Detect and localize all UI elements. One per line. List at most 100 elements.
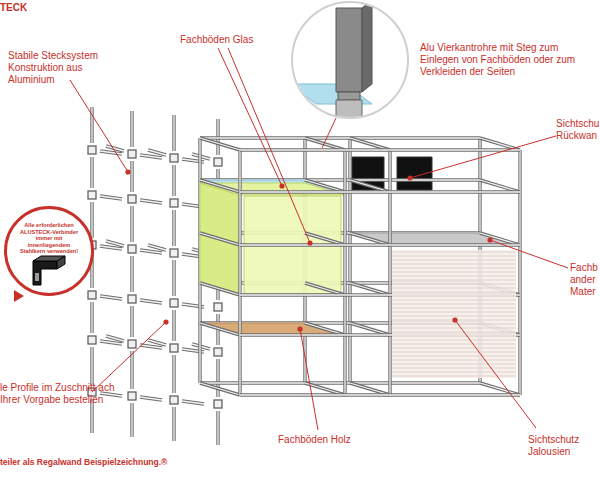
frame-tube-highlight <box>200 138 240 150</box>
frame-tube <box>200 381 480 384</box>
blind-slat <box>392 308 516 309</box>
leader-line <box>490 240 568 268</box>
blind-slat <box>392 364 516 365</box>
blind-area <box>392 250 516 378</box>
blind-slat <box>392 360 516 361</box>
blind-slat <box>392 272 516 273</box>
pointer-triangle <box>14 290 24 302</box>
frame-tube-highlight <box>389 150 390 395</box>
connector <box>170 199 178 207</box>
connector <box>88 146 96 154</box>
frame-tube <box>200 180 240 192</box>
profile-tube <box>130 306 133 337</box>
blind-slat <box>392 288 516 289</box>
profile-tube <box>130 206 133 242</box>
frame-tube <box>350 180 390 192</box>
frame-tube-highlight <box>240 244 520 245</box>
profile-tube-highlight <box>91 347 92 385</box>
profile-tube <box>172 210 175 246</box>
profile-tube-highlight <box>106 146 124 151</box>
frame-tube-highlight <box>480 180 520 192</box>
profile-tube-highlight <box>140 155 162 158</box>
leader-dot <box>452 317 457 322</box>
frame-tube-highlight <box>480 383 520 395</box>
profile-tube-highlight <box>131 206 132 242</box>
connector <box>170 344 178 352</box>
profile-tube <box>148 245 166 250</box>
frame-tube <box>200 136 480 139</box>
profile-tube-highlight <box>100 246 122 249</box>
frame-tube <box>240 148 520 151</box>
blind-slat <box>392 280 516 281</box>
profile-tube <box>130 256 133 292</box>
profile-tube-highlight <box>91 302 92 333</box>
tube-web <box>338 92 360 100</box>
frame-tube <box>305 323 345 335</box>
frame-tube-highlight <box>350 283 390 295</box>
profile-tube <box>130 111 133 147</box>
profile-tube <box>100 246 122 249</box>
callout-label: Fachböden Holz <box>278 434 388 446</box>
connector <box>170 249 178 257</box>
frame-tube <box>305 233 345 245</box>
connector <box>170 396 178 404</box>
square-tube <box>336 8 362 92</box>
frame-tube <box>348 138 351 383</box>
profile-tube-highlight <box>131 111 132 147</box>
blind-slat <box>392 348 516 349</box>
profile-tube <box>140 300 162 303</box>
profile-tube <box>140 345 162 348</box>
frame-tube-highlight <box>239 150 240 395</box>
profile-tube-highlight <box>182 401 204 404</box>
profile-tube <box>148 150 166 155</box>
profile-tube <box>90 347 93 385</box>
frame-tube-highlight <box>200 233 240 245</box>
connector-body <box>33 261 57 285</box>
profile-tube-highlight <box>131 403 132 437</box>
callout-label: Sichtschu Rückwan <box>556 118 600 142</box>
shelf-wall <box>200 138 520 395</box>
profile-tube <box>140 155 162 158</box>
connector <box>214 303 222 311</box>
connector <box>170 154 178 162</box>
callout-label: Fachböden Glas <box>180 34 280 46</box>
blind-slat <box>392 368 516 369</box>
leader-dot <box>279 183 284 188</box>
frame-tube-highlight <box>305 180 345 192</box>
leader-dot <box>407 175 412 180</box>
square-tube-lower <box>336 100 362 120</box>
profile-tube-highlight <box>131 256 132 292</box>
frame-tube-highlight <box>350 138 390 150</box>
frame-tube <box>200 138 240 150</box>
frame-tube-highlight <box>305 138 345 150</box>
connector <box>128 392 136 400</box>
profile-tube <box>216 359 219 397</box>
profile-tube-highlight <box>131 351 132 389</box>
profile-tube <box>90 202 93 238</box>
frame-tube <box>480 180 520 192</box>
frame-tube-highlight <box>200 323 240 335</box>
leader-line <box>70 80 128 172</box>
frame-tube <box>388 150 391 395</box>
blind-slat <box>392 292 516 293</box>
blind-slat <box>392 296 516 297</box>
blind-slat <box>392 284 516 285</box>
detail-inset <box>290 0 408 120</box>
profile-tube <box>216 411 219 445</box>
frame-tube-highlight <box>305 233 345 245</box>
frame-tube-highlight <box>240 394 520 395</box>
blind-slat <box>392 300 516 301</box>
leader-line <box>410 136 556 178</box>
frame-tube <box>305 283 345 295</box>
profile-tube <box>106 146 124 151</box>
profile-tube-highlight <box>173 355 174 393</box>
profile-tube-highlight <box>100 196 122 199</box>
leader-line <box>455 320 536 428</box>
frame-tube-highlight <box>200 383 240 395</box>
profile-tube <box>140 200 162 203</box>
frame-tube-highlight <box>350 383 390 395</box>
frame-tube-highlight <box>200 137 480 138</box>
frame-tube-highlight <box>349 138 350 383</box>
leader-line <box>300 329 318 430</box>
